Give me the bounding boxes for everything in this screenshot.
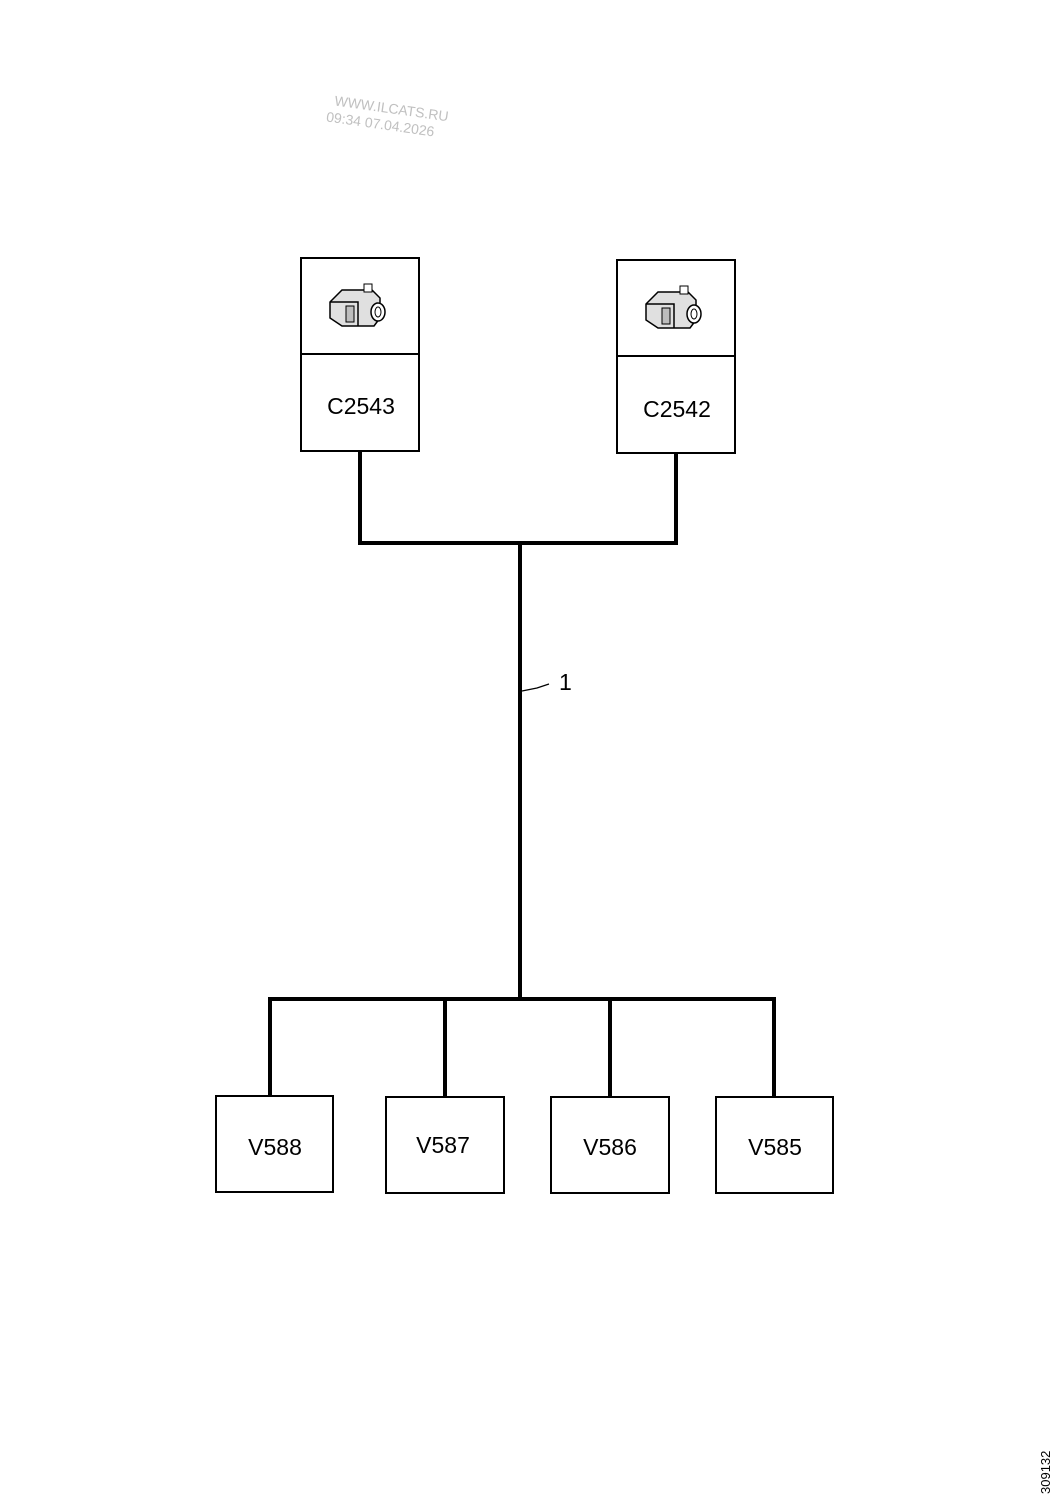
connector-plug-icon [645, 285, 702, 329]
connector-c2542[interactable]: C2542 [616, 259, 736, 454]
watermark: WWW.ILCATS.RU 09:34 07.04.2026 [325, 92, 449, 139]
wiring-harness [268, 450, 776, 1099]
component-v586-label: V586 [583, 1134, 637, 1160]
component-v588-frame [215, 1095, 334, 1193]
component-v585-label: V585 [748, 1134, 802, 1160]
component-v586-frame [550, 1096, 670, 1194]
component-v587[interactable]: V587 [385, 1096, 505, 1194]
document-number: 309132 [1038, 1451, 1053, 1494]
connector-c2543-label: C2543 [327, 393, 395, 419]
component-v586[interactable]: V586 [550, 1096, 670, 1194]
component-v588-label: V588 [248, 1134, 302, 1160]
component-v588[interactable]: V588 [215, 1095, 334, 1193]
component-v587-frame [385, 1096, 505, 1194]
harness-callout: 1 [521, 669, 572, 695]
component-v585[interactable]: V585 [715, 1096, 834, 1194]
connector-c2543[interactable]: C2543 [300, 257, 420, 452]
upper-wire-branch [358, 450, 678, 545]
component-v587-label: V587 [416, 1132, 470, 1158]
callout-leader-line [521, 683, 550, 692]
connector-c2542-label: C2542 [643, 396, 711, 422]
harness-callout-number: 1 [559, 669, 572, 695]
connector-plug-icon [329, 283, 386, 327]
component-v585-frame [715, 1096, 834, 1194]
